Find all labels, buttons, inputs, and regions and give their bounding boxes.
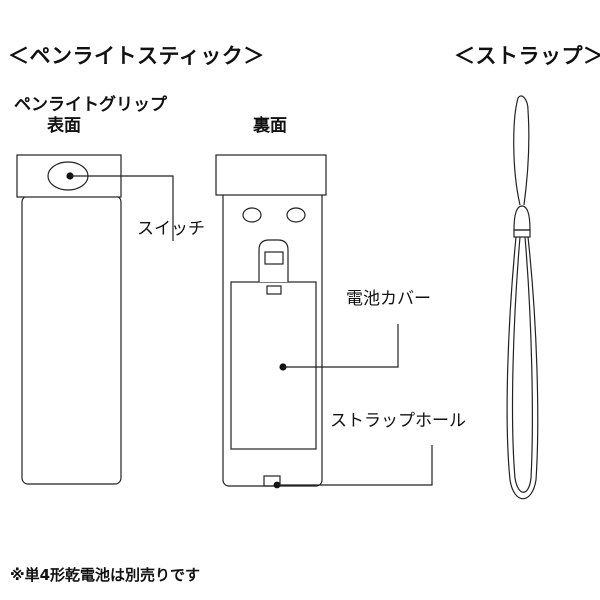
battery-cover-callout-label: 電池カバー — [346, 289, 431, 309]
strap-hole-callout-label: ストラップホール — [330, 411, 466, 431]
back-grip-cap — [215, 154, 327, 196]
battery-cover-tab — [258, 239, 289, 282]
strap-hole-leader-line — [277, 445, 433, 486]
strap-clasp — [513, 229, 531, 238]
strap-stopper — [513, 205, 531, 231]
strap-band-outer — [506, 236, 539, 500]
strap-hole — [263, 475, 281, 487]
front-view-grip — [16, 154, 174, 485]
battery-cover — [230, 281, 317, 450]
grip-name-label: ペンライトグリップ — [14, 95, 167, 115]
strap-illustration — [506, 95, 539, 500]
strap-heading: ＜ストラップ＞ — [454, 44, 600, 68]
front-view-label: 表面 — [47, 116, 81, 136]
back-view-grip — [215, 154, 433, 489]
switch-leader-line — [70, 175, 174, 241]
battery-note: ※単4形乾電池は別売りです — [10, 566, 201, 584]
front-grip-body — [21, 195, 122, 485]
battery-cover-notch — [266, 285, 282, 295]
strap-top-loop — [513, 95, 530, 206]
battery-cover-leader-line — [283, 324, 399, 368]
back-hole-right — [286, 207, 306, 223]
back-grip-body — [222, 189, 323, 487]
strap-band-inner — [511, 236, 533, 493]
penlight-stick-heading: ＜ペンライトスティック＞ — [8, 44, 265, 68]
battery-cover-tab-slot — [264, 251, 284, 265]
switch-callout-label: スイッチ — [137, 219, 205, 239]
back-view-label: 裏面 — [253, 116, 287, 136]
back-hole-left — [242, 207, 262, 223]
